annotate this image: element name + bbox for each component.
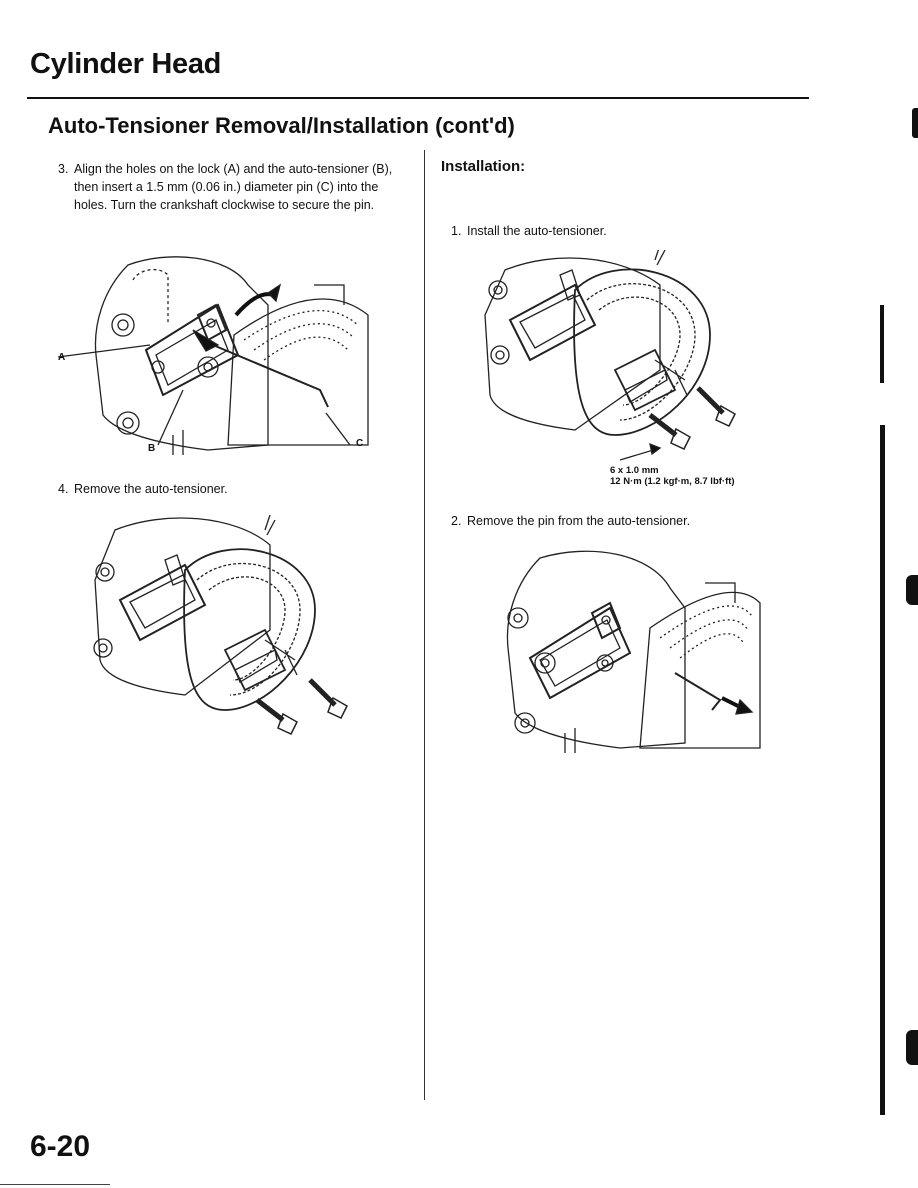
section-title: Auto-Tensioner Removal/Installation (con… — [48, 113, 515, 138]
installation-heading: Installation: — [441, 158, 526, 175]
figure-align-pin: A B C — [58, 245, 378, 465]
edge-tab-mark — [906, 575, 918, 605]
step-number: 3. — [58, 162, 69, 176]
figure-remove-pin-illustration — [506, 550, 761, 753]
install-step-2: 2. Remove the pin from the auto-tensione… — [451, 512, 771, 530]
label-b: B — [148, 443, 156, 454]
step-text: Align the holes on the lock (A) and the … — [74, 162, 393, 212]
label-c: C — [356, 438, 364, 449]
header-rule — [27, 97, 809, 99]
step-number: 1. — [451, 224, 462, 238]
figure-align-pin-illustration — [58, 256, 369, 455]
figure-install-tensioner-illustration — [484, 250, 736, 461]
figure-install-tensioner — [480, 250, 780, 465]
footer-rule — [0, 1184, 110, 1185]
page-number: 6-20 — [30, 1130, 91, 1163]
step-3: 3. Align the holes on the lock (A) and t… — [58, 160, 403, 214]
edge-bar-mark — [880, 425, 885, 1115]
edge-bar-mark — [880, 305, 884, 383]
bolt-torque-spec: 6 x 1.0 mm 12 N·m (1.2 kgf·m, 8.7 lbf·ft… — [610, 465, 735, 487]
bolt-size: 6 x 1.0 mm — [610, 465, 659, 476]
bolt-torque: 12 N·m (1.2 kgf·m, 8.7 lbf·ft) — [610, 476, 735, 487]
step-number: 2. — [451, 514, 462, 528]
figure-remove-pin — [480, 548, 770, 753]
step-text: Install the auto-tensioner. — [467, 224, 607, 238]
step-text: Remove the pin from the auto-tensioner. — [467, 514, 691, 528]
step-text: Remove the auto-tensioner. — [74, 482, 228, 496]
step-number: 4. — [58, 482, 69, 496]
install-step-1: 1. Install the auto-tensioner. — [451, 222, 771, 240]
edge-tab-mark — [906, 1030, 918, 1065]
column-divider — [424, 150, 425, 1100]
page-title: Cylinder Head — [30, 48, 222, 80]
edge-tab-mark — [912, 108, 918, 138]
figure-remove-tensioner — [85, 510, 365, 750]
label-a: A — [58, 352, 66, 363]
figure-remove-tensioner-illustration — [93, 514, 348, 735]
step-4: 4. Remove the auto-tensioner. — [58, 480, 403, 498]
